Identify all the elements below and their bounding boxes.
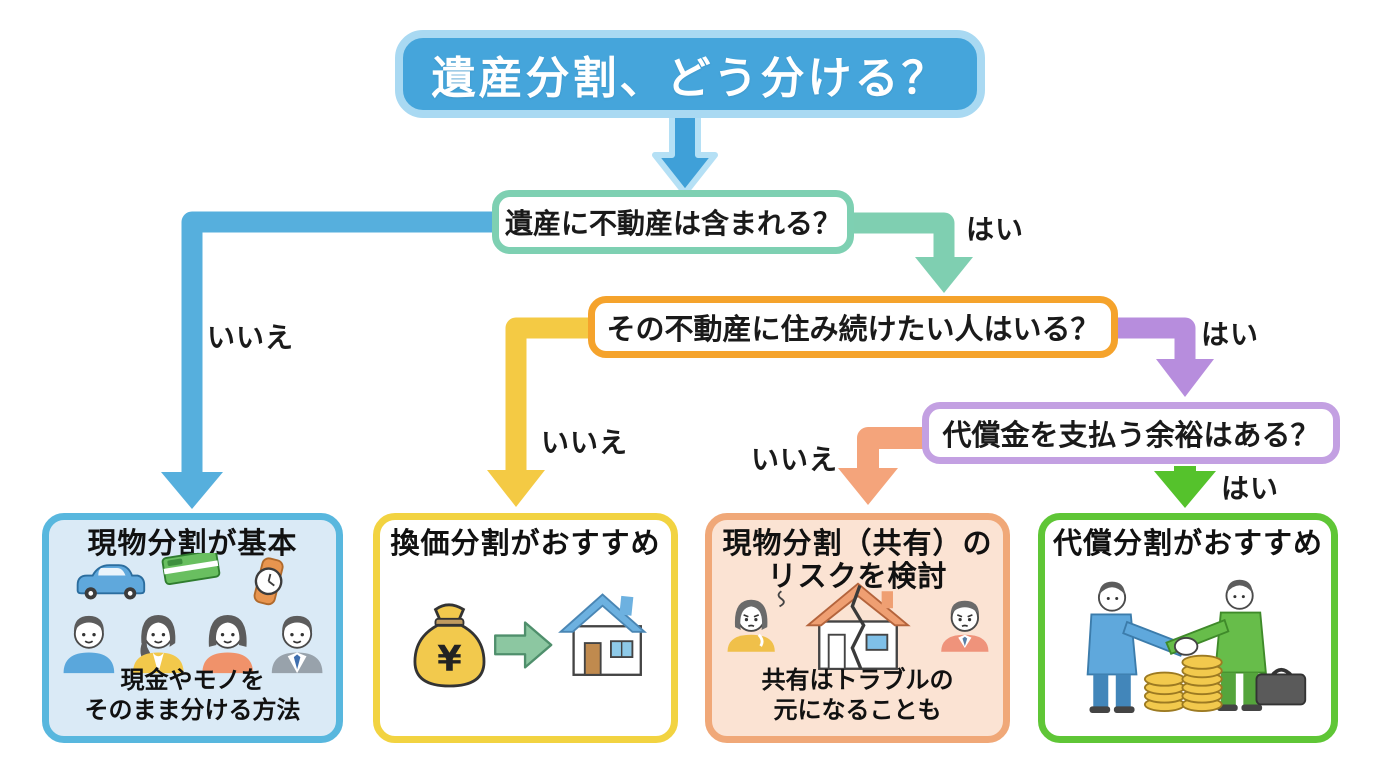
svg-text:¥: ¥ — [437, 639, 462, 680]
outcome-card-daisho: 代償分割がおすすめ — [1038, 513, 1338, 743]
family-icon — [63, 614, 322, 673]
flowchart-title: 遺産分割、どう分ける？ — [395, 30, 985, 118]
branch-label-no-q2: いいえ — [541, 427, 629, 458]
branch-label-yes-q1: はい — [966, 214, 1025, 245]
coins-icon — [1143, 654, 1223, 712]
arrow-yes-q3 — [1154, 466, 1216, 508]
handshake-icon — [1086, 579, 1267, 713]
branch-label-yes-q2: はい — [1201, 319, 1260, 350]
arrow-no-q2 — [505, 317, 592, 472]
branch-label-no-q1: いいえ — [207, 322, 295, 353]
arrowhead-no-q2 — [487, 470, 545, 507]
cracked-house-icon — [804, 582, 911, 671]
shared-house-risk-illustration — [718, 582, 997, 671]
outcome-caption: 現金やモノを そのまま分ける方法 — [84, 667, 301, 724]
worried-man-icon — [940, 601, 988, 653]
outcome-card-kanka: 換価分割がおすすめ ¥ — [373, 513, 678, 743]
arrowhead-no-q3 — [838, 468, 898, 505]
outcome-caption: 共有はトラブルの 元になることも — [761, 667, 954, 724]
handshake-compensation-illustration — [1051, 561, 1325, 726]
decision-node-compensation-afford: 代償金を支払う余裕はある？ — [922, 402, 1340, 464]
arrowhead-yes-q1 — [915, 257, 973, 293]
outcome-card-kyoyu-risk: 現物分割（共有）の リスクを検討 — [705, 513, 1010, 743]
arrowhead-yes-q2 — [1156, 359, 1214, 397]
arrowhead-no-q1 — [161, 472, 223, 509]
outcome-title: 換価分割がおすすめ — [390, 528, 661, 560]
arrow-no-q1 — [181, 211, 494, 474]
arrow-no-q3 — [857, 427, 925, 470]
money-bag-icon: ¥ — [413, 603, 485, 688]
car-icon — [76, 563, 145, 600]
family-and-assets-illustration — [55, 552, 330, 673]
decision-node-keep-living: その不動産に住み続けたい人はいる？ — [588, 296, 1118, 358]
outcome-title: 代償分割がおすすめ — [1052, 528, 1323, 560]
bankbook-icon — [161, 552, 220, 585]
arrow-yes-q2 — [1114, 317, 1196, 362]
money-bag-to-house-illustration: ¥ — [386, 561, 665, 726]
branch-label-yes-q3: はい — [1221, 473, 1280, 504]
arrow-right-icon — [493, 621, 552, 669]
worried-woman-icon — [727, 590, 785, 653]
arrow-yes-q1 — [850, 212, 955, 260]
decision-node-real-estate: 遺産に不動産は含まれる？ — [492, 190, 854, 254]
arrow-root — [652, 109, 718, 196]
house-icon — [557, 592, 647, 676]
branch-label-no-q3: いいえ — [751, 444, 839, 475]
outcome-card-genbutsu: 現物分割が基本 — [42, 513, 343, 743]
watch-icon — [253, 557, 284, 605]
briefcase-icon — [1255, 667, 1307, 706]
